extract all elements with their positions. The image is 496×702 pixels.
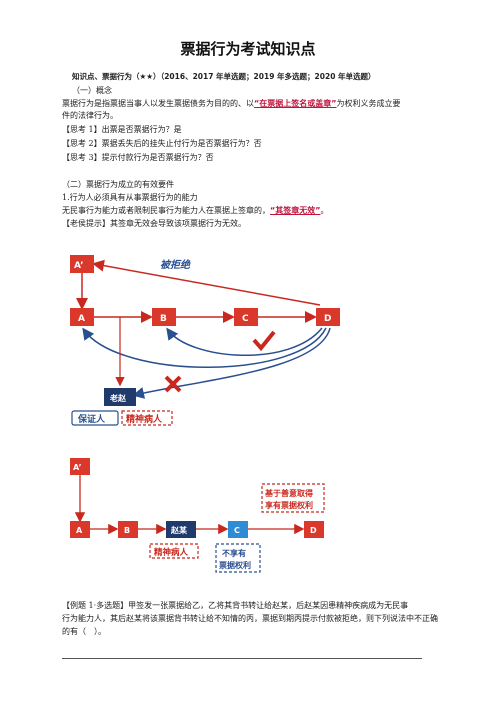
node-b	[152, 308, 176, 326]
rejected-label: 被拒绝	[160, 259, 191, 271]
node-a-prime	[70, 255, 94, 273]
node-a-2	[70, 521, 90, 538]
node-b-2	[118, 521, 138, 538]
recourse-curve-d-to-laozhao	[132, 327, 331, 399]
node-c-2-label: C	[234, 526, 240, 535]
teacher-hint: 【老侯提示】其签章无效会导致该项票据行为无效。	[62, 219, 246, 228]
check-mark-icon	[252, 330, 276, 352]
definition-text-b: 为权利义务成立要	[336, 99, 401, 108]
recourse-curve-d-to-a	[82, 327, 327, 368]
node-a	[70, 308, 94, 326]
page-title: 票据行为考试知识点	[180, 40, 316, 58]
mental-patient-box	[121, 410, 173, 426]
definition-text-c: 件的法律行为。	[62, 111, 118, 120]
guarantor-box	[71, 410, 119, 426]
node-d-2-label: D	[310, 526, 317, 535]
capacity-text-a: 无民事行为能力或者限制民事行为能力人在票据上签章的，	[62, 206, 270, 215]
recourse-curve-d-to-b	[166, 327, 323, 356]
node-c-2	[228, 521, 248, 538]
validity-item-1: 1.行为人必须具有从事票据行为的能力	[62, 193, 198, 202]
example-text-line-2: 行为能力人，其后赵某将该票据背书转让给不知情的丙，票据到期丙提示付款被拒绝，则下…	[62, 614, 438, 623]
definition-text-a: 票据行为是指票据当事人以发生票据债务为目的的、以	[62, 99, 254, 108]
node-b-2-label: B	[124, 526, 130, 535]
node-c-label: C	[242, 314, 249, 324]
node-a-prime-2	[70, 458, 90, 475]
think-question-3: 【思考 3】提示付款行为是否票据行为？否	[62, 153, 214, 162]
cross-mark-icon	[164, 375, 182, 393]
rejected-arrow	[92, 259, 321, 306]
paragraph-capacity: 无民事行为能力或者限制民事行为能力人在票据上签章的，“其签章无效”。	[62, 206, 329, 216]
good-faith-label-1: 基于善意取得	[264, 488, 313, 498]
no-right-label-2: 票据权利	[218, 560, 251, 570]
subsection-validity: （二）票据行为成立的有效要件	[62, 180, 174, 189]
node-c	[234, 308, 258, 326]
node-b-label: B	[160, 314, 167, 324]
section-heading: 知识点、票据行为（★★）（2016、2017 年单选题；2019 年多选题；20…	[72, 72, 376, 81]
node-laozhao	[104, 388, 136, 406]
good-faith-label-2: 享有票据权利	[265, 500, 313, 510]
capacity-text-b: 。	[320, 206, 329, 215]
node-a-prime-label: A’	[74, 261, 84, 271]
node-laozhao-label: 老赵	[109, 393, 127, 403]
paragraph-definition: 票据行为是指票据当事人以发生票据债务为目的的、以“在票据上签名或盖章”为权利义务…	[62, 99, 401, 109]
node-d-2	[304, 521, 324, 538]
node-zhao-2-label: 赵某	[170, 525, 188, 535]
subsection-concept: （一）概念	[72, 86, 112, 95]
capacity-highlight: “其签章无效”	[270, 206, 321, 215]
node-d	[316, 308, 340, 326]
node-a-prime-2-label: A’	[73, 463, 82, 472]
mental-patient-box-2	[149, 543, 199, 559]
no-right-box	[215, 543, 261, 573]
footer-divider	[62, 658, 422, 659]
node-a-2-label: A	[76, 526, 83, 535]
node-d-label: D	[324, 314, 331, 324]
mental-patient-label-2: 精神病人	[154, 547, 189, 558]
no-right-label-1: 不享有	[222, 548, 246, 558]
node-zhao-2	[166, 521, 196, 538]
example-text-line-3: 的有（ ）。	[62, 627, 106, 636]
guarantor-label: 保证人	[77, 413, 106, 425]
think-question-1: 【思考 1】出票是否票据行为？是	[62, 125, 182, 134]
example-text-line-1: 【例题 1·多选题】甲签发一张票据给乙，乙将其背书转让给赵某，后赵某因患精神疾病…	[62, 601, 409, 610]
node-a-label: A	[78, 314, 85, 324]
think-question-2: 【思考 2】票据丢失后的挂失止付行为是否票据行为？否	[62, 139, 262, 148]
definition-highlight: “在票据上签名或盖章”	[254, 99, 337, 108]
good-faith-box	[261, 483, 325, 513]
mental-patient-label: 精神病人	[126, 413, 163, 425]
